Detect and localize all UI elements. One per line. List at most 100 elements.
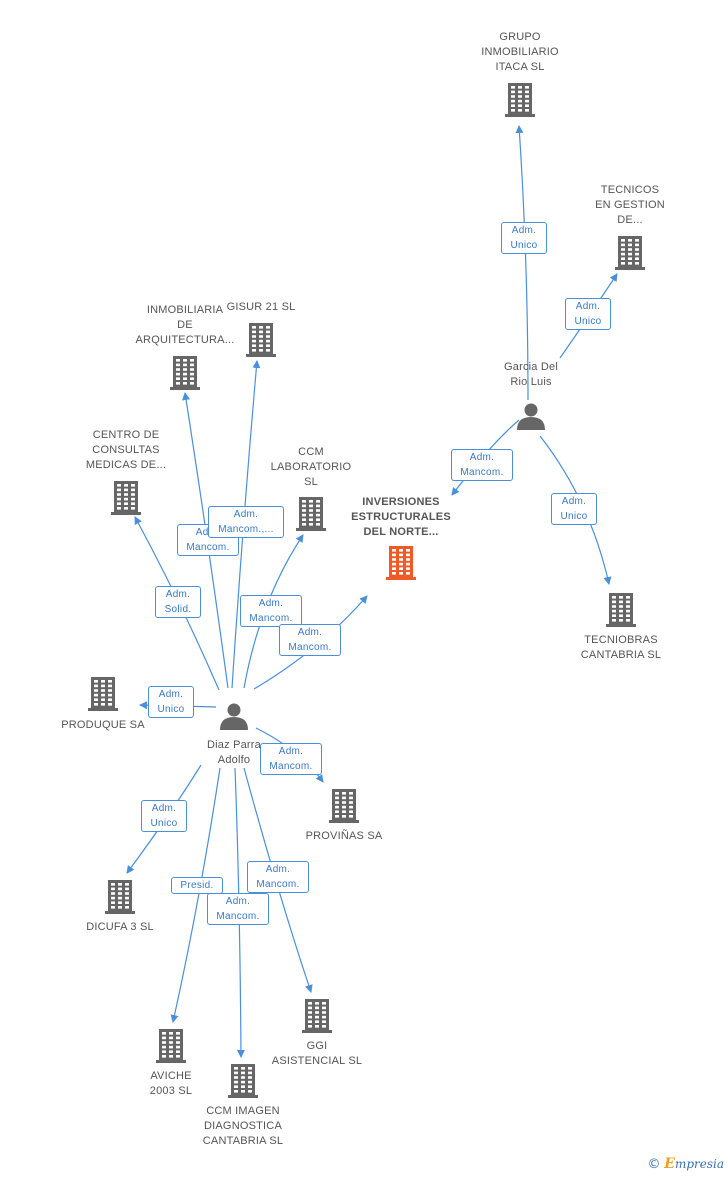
node-label-line: EN GESTION <box>595 199 665 211</box>
building-icon-ccmimagen[interactable] <box>228 1064 258 1098</box>
node-label-tecnicos[interactable]: TECNICOS EN GESTION DE... <box>565 183 695 228</box>
relation-label-garcia-tecnicos[interactable]: Adm. Unico <box>565 298 611 330</box>
relation-label-diaz-provinas[interactable]: Adm.Mancom. <box>260 743 322 775</box>
relation-label-line: Presid. <box>180 879 214 891</box>
building-icon-itaca[interactable] <box>505 83 535 117</box>
building-icon-ggi[interactable] <box>302 999 332 1033</box>
building-icon-dicufa[interactable] <box>105 880 135 914</box>
node-label-line: GGI <box>306 1040 328 1052</box>
relation-label-line: Mancom. <box>460 467 504 478</box>
brand-name: mpresia <box>674 1157 724 1171</box>
relation-label-line: Unico <box>560 511 588 522</box>
node-label-aviche[interactable]: AVICHE 2003 SL <box>106 1069 236 1099</box>
node-label-line: SL <box>304 476 318 488</box>
relation-label-diaz-inversiones[interactable]: Adm. Mancom. <box>279 624 341 656</box>
node-label-line: GISUR 21 SL <box>226 301 296 313</box>
node-label-line: 2003 SL <box>149 1085 193 1097</box>
brand-footer[interactable]: © Empresia <box>647 1156 724 1172</box>
building-icon-tecnicos[interactable] <box>615 236 645 270</box>
building-icon-inversiones[interactable] <box>386 546 416 580</box>
relation-label-diaz-dicufa[interactable]: Adm.Unico <box>141 800 187 832</box>
node-label-line: GRUPO <box>499 31 541 43</box>
relation-label-garcia-inversiones[interactable]: Adm. Mancom. <box>451 449 513 481</box>
relation-label-line: Adm. <box>469 452 495 463</box>
relation-label-line: Mancom. <box>216 911 260 922</box>
building-icon-centro[interactable] <box>111 481 141 515</box>
node-label-line: ESTRUCTURALES <box>351 511 451 523</box>
node-label-line: INVERSIONES <box>362 496 440 508</box>
person-icon-garcia[interactable] <box>517 403 545 431</box>
node-label-line: TECNICOS <box>600 184 660 196</box>
node-label-ggi[interactable]: GGI ASISTENCIAL SL <box>252 1039 382 1069</box>
relation-label-line: Adm. <box>297 627 323 638</box>
relation-label-diaz-ccmimagen[interactable]: Adm. Mancom. <box>207 893 269 925</box>
relation-label-line: Adm. <box>258 598 284 609</box>
node-label-line: CENTRO DE <box>92 429 160 441</box>
node-label-itaca[interactable]: GRUPO INMOBILIARIO ITACA SL <box>455 30 585 75</box>
node-label-line: INMOBILIARIO <box>481 46 559 58</box>
node-label-line: ITACA SL <box>495 61 545 73</box>
node-label-line: AVICHE <box>150 1070 192 1082</box>
node-label-line: ARQUITECTURA... <box>135 334 235 346</box>
building-icon-ccmlab[interactable] <box>296 497 326 531</box>
relation-label-line: Adm. <box>225 896 251 907</box>
building-icon-produque[interactable] <box>88 677 118 711</box>
relation-label-line: Adm. <box>180 525 236 540</box>
node-label-line: DIAGNOSTICA <box>204 1120 282 1132</box>
relation-label-line: Mancom. <box>186 542 230 553</box>
relation-label-garcia-itaca[interactable]: Adm. Unico <box>501 222 547 254</box>
node-label-gisur[interactable]: GISUR 21 SL <box>196 300 326 315</box>
node-label-provinas[interactable]: PROVIÑAS SA <box>279 829 409 844</box>
relation-label-line: Adm. <box>265 864 291 875</box>
relation-label-diaz-centro[interactable]: Adm.Solid. <box>155 586 201 618</box>
copyright-symbol: © <box>647 1157 661 1172</box>
relation-label-line: Unico <box>157 704 185 715</box>
building-icon-tecniobras[interactable] <box>606 593 636 627</box>
relation-label-line: Mancom. <box>249 613 293 624</box>
node-label-line: Diaz Parra <box>207 739 261 751</box>
edge-diaz-aviche <box>170 767 221 1023</box>
building-icon-aviche[interactable] <box>156 1029 186 1063</box>
relation-label-line: Adm. <box>278 746 304 757</box>
node-label-line: DE <box>177 319 193 331</box>
relation-label-line: Unico <box>574 316 602 327</box>
node-label-line: Rio Luis <box>510 376 552 388</box>
relation-label-line: Solid. <box>164 604 192 615</box>
node-label-line: CANTABRIA SL <box>202 1135 284 1147</box>
person-icon-diaz[interactable] <box>220 703 248 731</box>
node-label-line: ASISTENCIAL SL <box>271 1055 363 1067</box>
node-label-line: CANTABRIA SL <box>580 649 662 661</box>
node-label-line: PRODUQUE SA <box>61 719 145 731</box>
node-label-line: DEL NORTE... <box>363 526 439 538</box>
node-label-line: Adolfo <box>217 754 251 766</box>
relation-label-garcia-tecniobras[interactable]: Adm.Unico <box>551 493 597 525</box>
relation-label-diaz-gisur[interactable]: Adm.Mancom.,... <box>208 506 284 538</box>
node-label-produque[interactable]: PRODUQUE SA <box>38 718 168 733</box>
relation-label-line: Adm. <box>511 225 537 236</box>
relation-label-diaz-ccmlab[interactable]: Adm. Mancom. <box>240 595 302 627</box>
relation-label-diaz-aviche[interactable]: Presid. <box>171 876 223 894</box>
relation-label-diaz-ggi[interactable]: Adm. Mancom. <box>247 861 309 893</box>
relation-label-diaz-produque[interactable]: Adm.Unico <box>148 686 194 718</box>
node-label-line: DE... <box>617 214 643 226</box>
building-icon-provinas[interactable] <box>329 789 359 823</box>
relation-label-line: Mancom. <box>256 879 300 890</box>
node-label-dicufa[interactable]: DICUFA 3 SL <box>55 920 185 935</box>
relation-label-line: Adm. <box>233 509 259 520</box>
relation-label-line: Unico <box>510 240 538 251</box>
relation-label-line: Mancom. <box>288 642 332 653</box>
relation-label-line: Adm. <box>575 301 601 312</box>
edge-garcia-itaca <box>515 125 529 401</box>
node-label-line: CONSULTAS <box>92 444 160 456</box>
node-label-line: PROVIÑAS SA <box>305 830 383 842</box>
node-label-inversiones[interactable]: INVERSIONES ESTRUCTURALES DEL NORTE... <box>336 495 466 540</box>
building-icon-inmobiliaria[interactable] <box>170 356 200 390</box>
building-icon-gisur[interactable] <box>246 323 276 357</box>
